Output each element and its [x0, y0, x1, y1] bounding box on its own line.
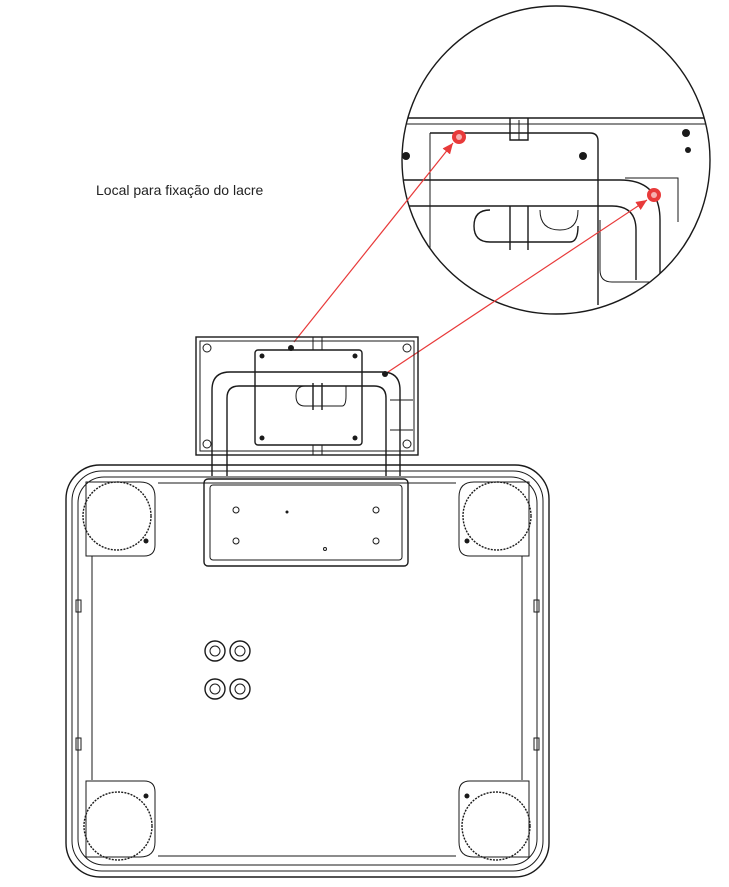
zoom-handle-inner [402, 205, 637, 280]
zoom-bracket-lower [599, 220, 650, 283]
foot-top-right [458, 481, 532, 557]
foot-bottom-left [83, 780, 156, 861]
foot-pocket [85, 481, 156, 557]
screw-hole-icon [464, 538, 470, 544]
port-inner [234, 645, 246, 657]
screw-hole-icon [202, 343, 212, 353]
screw-hole-icon [579, 152, 587, 160]
housing-top-notch [312, 337, 323, 351]
foot-pad [462, 481, 532, 551]
screw-hole-icon [402, 439, 412, 449]
seal-point-center [651, 192, 657, 198]
indicator-housing [195, 336, 419, 476]
port-outer [204, 640, 226, 662]
screw-hole-icon [402, 343, 412, 353]
handle-inner [226, 385, 387, 476]
screw-hole-icon [259, 435, 265, 441]
screw-hole-icon [323, 547, 327, 551]
zoom-slot [473, 209, 579, 243]
screw-hole-icon [352, 353, 358, 359]
screw-hole-icon [232, 537, 240, 545]
screw-hole-icon [682, 129, 690, 137]
platform-base [65, 464, 550, 878]
foot-bottom-right [458, 780, 531, 861]
platform-side-tab [533, 599, 540, 613]
screw-hole-icon [352, 435, 358, 441]
seal-point-center [456, 134, 462, 140]
screw-hole-icon [232, 506, 240, 514]
platform-rim-2 [77, 476, 538, 866]
screw-hole-icon [372, 506, 380, 514]
screw-hole-icon [402, 152, 410, 160]
screw-hole-icon [285, 510, 289, 514]
platform-side-tab [533, 737, 540, 751]
seal-location-label: Local para fixação do lacre [96, 182, 264, 198]
foot-pad [461, 791, 531, 861]
center-bracket-inner [209, 484, 403, 561]
screw-hole-icon [372, 537, 380, 545]
screw-hole-icon [202, 439, 212, 449]
seal-point-icon [288, 345, 294, 351]
port-outer [229, 678, 251, 700]
foot-pad [82, 481, 152, 551]
foot-pad [83, 791, 153, 861]
port-outer [229, 640, 251, 662]
screw-hole-icon [685, 147, 691, 153]
zoom-detail [401, 5, 711, 315]
zoom-handle-outer [402, 179, 661, 280]
zoom-slot-inner [539, 209, 579, 231]
port-inner [209, 645, 221, 657]
platform-rim-1 [71, 470, 544, 872]
screw-hole-icon [259, 353, 265, 359]
foot-pocket [458, 481, 530, 557]
zoom-bracket [625, 177, 679, 222]
platform-outline [65, 464, 550, 878]
foot-pocket [458, 780, 530, 858]
housing-slot [295, 385, 347, 407]
foot-top-left [82, 481, 156, 557]
connector-ports [204, 640, 251, 700]
screw-hole-icon [143, 793, 149, 799]
zoom-circle-outline [401, 5, 711, 315]
housing-outline [195, 336, 419, 456]
leader-line-right [387, 199, 648, 373]
handle-outer [211, 371, 401, 476]
foot-pocket [85, 780, 156, 858]
housing-bottom-notch [312, 445, 323, 456]
center-bracket-outer [203, 478, 409, 567]
leader-line-left [293, 142, 454, 343]
housing-inner [199, 340, 415, 452]
housing-mount-plate [254, 349, 363, 446]
platform-side-tab [75, 599, 82, 613]
screw-hole-icon [464, 793, 470, 799]
platform-side-tab [75, 737, 82, 751]
port-outer [204, 678, 226, 700]
port-inner [234, 683, 246, 695]
screw-hole-icon [143, 538, 149, 544]
zoom-plate-outline [430, 132, 599, 305]
zoom-detail-content [402, 117, 710, 305]
port-inner [209, 683, 221, 695]
